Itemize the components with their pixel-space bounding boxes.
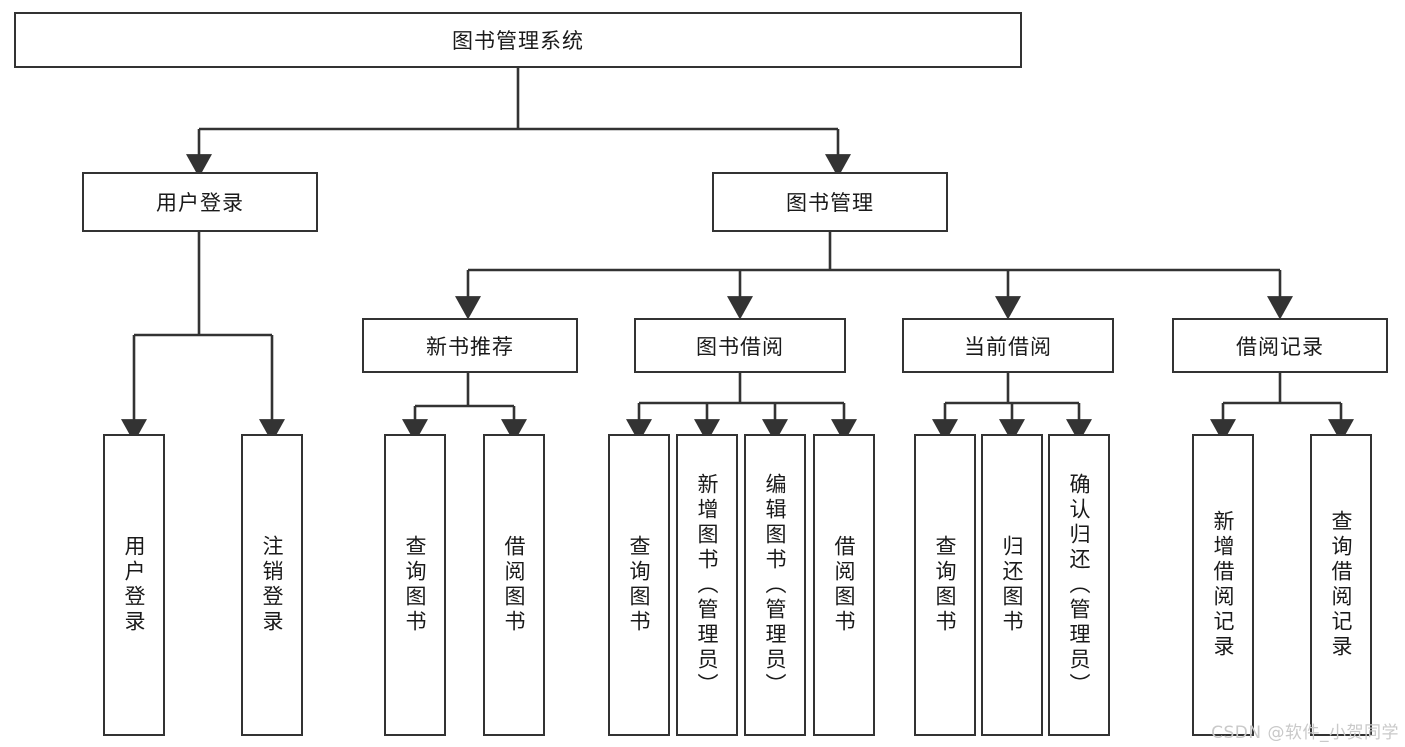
leaf-query-book-1[interactable]: 查询图书 (384, 434, 446, 736)
node-borrow-record[interactable]: 借阅记录 (1172, 318, 1388, 373)
leaf-borrow-book-1[interactable]: 借阅图书 (483, 434, 545, 736)
leaf-query-book-2[interactable]: 查询图书 (608, 434, 670, 736)
leaf-borrow-book-2[interactable]: 借阅图书 (813, 434, 875, 736)
node-current-borrow[interactable]: 当前借阅 (902, 318, 1114, 373)
csdn-watermark: CSDN @软件_小贺同学 (1211, 723, 1399, 743)
leaf-confirm-return-admin[interactable]: 确认归还（管理员） (1048, 434, 1110, 736)
leaf-query-borrow-record[interactable]: 查询借阅记录 (1310, 434, 1372, 736)
leaf-add-book-admin[interactable]: 新增图书（管理员） (676, 434, 738, 736)
node-new-book-recommend[interactable]: 新书推荐 (362, 318, 578, 373)
leaf-edit-book-admin[interactable]: 编辑图书（管理员） (744, 434, 806, 736)
node-user-login[interactable]: 用户登录 (82, 172, 318, 232)
node-book-borrow[interactable]: 图书借阅 (634, 318, 846, 373)
leaf-user-login[interactable]: 用户登录 (103, 434, 165, 736)
leaf-add-borrow-record[interactable]: 新增借阅记录 (1192, 434, 1254, 736)
node-root-system[interactable]: 图书管理系统 (14, 12, 1022, 68)
leaf-query-book-3[interactable]: 查询图书 (914, 434, 976, 736)
leaf-return-book[interactable]: 归还图书 (981, 434, 1043, 736)
node-book-manage[interactable]: 图书管理 (712, 172, 948, 232)
leaf-user-logout[interactable]: 注销登录 (241, 434, 303, 736)
